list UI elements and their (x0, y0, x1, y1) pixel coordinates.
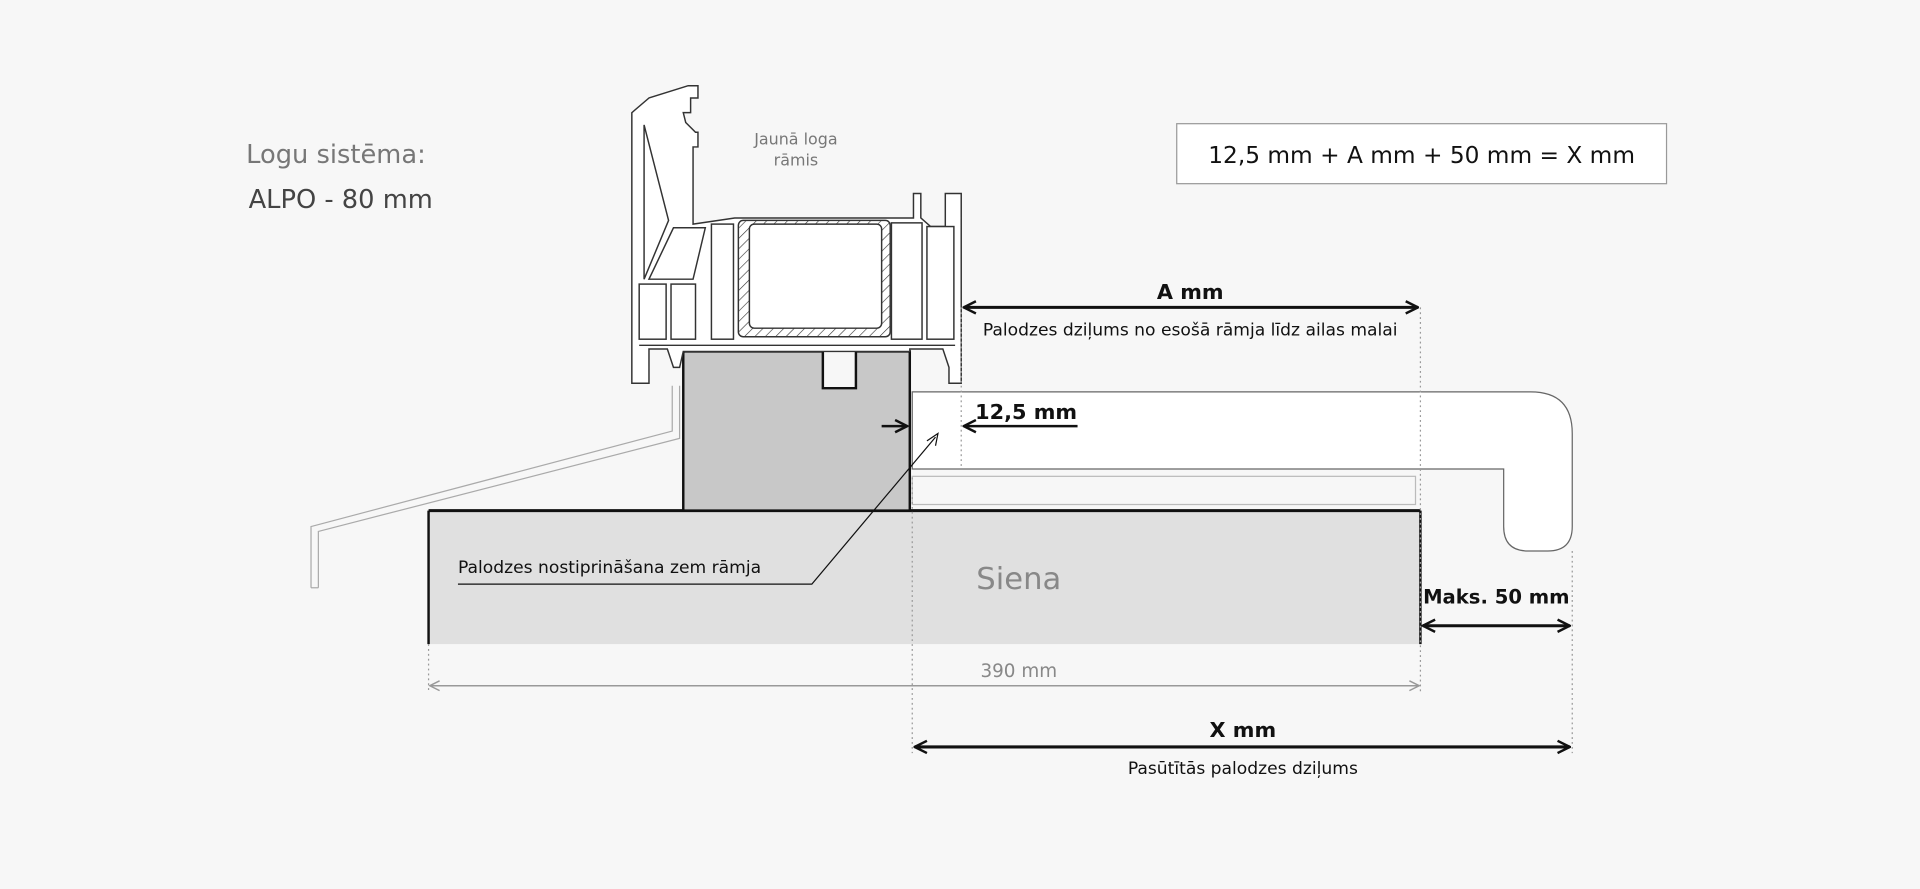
dimension-x: X mm Pasūtītās palodzes dziļums (915, 718, 1570, 779)
flashing (310, 385, 681, 589)
fixing-note: Palodzes nostiprināšana zem rāmja (458, 558, 761, 578)
dimension-x-caption: Pasūtītās palodzes dziļums (1128, 759, 1358, 779)
window-system-value: ALPO - 80 mm (249, 185, 433, 215)
formula-box: 12,5 mm + A mm + 50 mm = X mm (1176, 123, 1668, 185)
window-frame-profile (631, 84, 962, 385)
dimension-a-label: A mm (1157, 280, 1224, 304)
frame-label-line2: rāmis (774, 150, 819, 169)
dimension-x-label: X mm (1210, 718, 1277, 742)
windowsill-board (911, 391, 1573, 552)
dimension-wall-depth-label: 390 mm (980, 661, 1057, 682)
window-system-label: Logu sistēma: (246, 140, 426, 170)
support-block (682, 350, 912, 512)
wall-label: Siena (976, 562, 1061, 597)
fixing-leader: Palodzes nostiprināšana zem rāmja (457, 432, 939, 585)
dimension-offset-label: 12,5 mm (975, 400, 1077, 424)
dimension-offset: 12,5 mm (881, 400, 1078, 426)
dimension-a-caption: Palodzes dziļums no esošā rāmja līdz ail… (983, 321, 1398, 341)
dimension-overhang-label: Maks. 50 mm (1423, 586, 1569, 609)
formula-text: 12,5 mm + A mm + 50 mm = X mm (1208, 142, 1635, 169)
dimension-overhang: Maks. 50 mm (1423, 586, 1570, 626)
frame-label-line1: Jaunā loga (753, 129, 837, 148)
dimension-wall-depth: 390 mm (430, 661, 1419, 686)
dimension-a: A mm Palodzes dziļums no esošā rāmja līd… (964, 280, 1418, 341)
